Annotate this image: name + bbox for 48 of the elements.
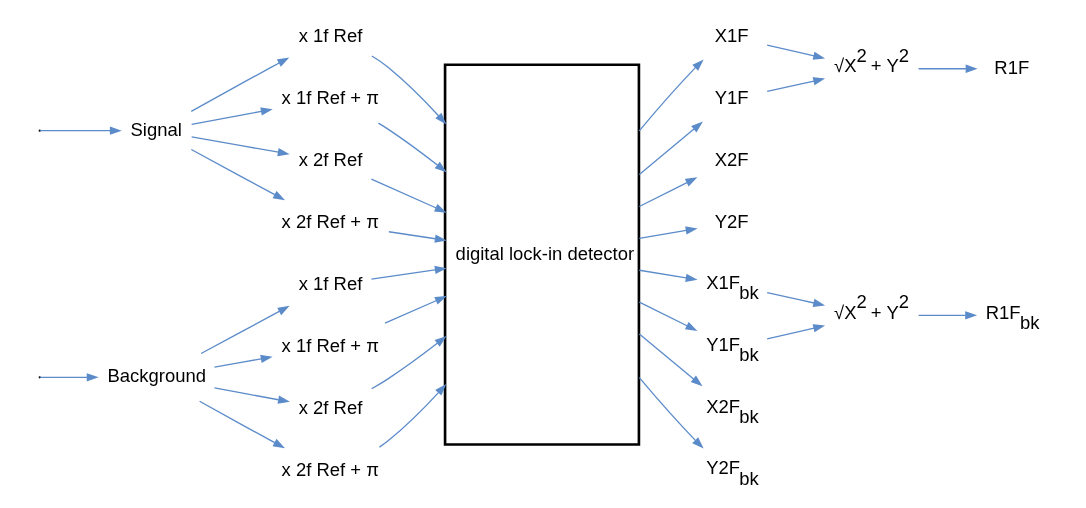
arrow bbox=[638, 269, 698, 282]
arrow bbox=[370, 55, 446, 125]
arrow bbox=[213, 354, 273, 368]
node-text: x 1f Ref bbox=[298, 272, 362, 294]
node-text: Signal bbox=[130, 118, 182, 140]
arrow bbox=[638, 177, 697, 208]
arrow bbox=[638, 121, 703, 176]
arrow bbox=[199, 305, 290, 355]
node-text: x 1f Ref + π bbox=[281, 86, 379, 108]
node-text: X1F bbox=[714, 24, 749, 46]
node-text: Y2F bbox=[714, 210, 749, 232]
node-text: X2F bbox=[714, 148, 749, 170]
node-box: digital lock-in detector bbox=[443, 63, 640, 446]
arrow bbox=[638, 301, 697, 331]
arrow bbox=[39, 373, 99, 382]
arrow bbox=[383, 296, 447, 324]
arrow bbox=[377, 122, 447, 173]
arrow bbox=[370, 265, 447, 280]
node-text: R1F bbox=[993, 56, 1029, 78]
node-text: x 1f Ref + π bbox=[281, 334, 379, 356]
arrow bbox=[190, 136, 290, 157]
arrow bbox=[638, 376, 704, 449]
node-text: Background bbox=[106, 365, 206, 387]
node-text: x 2f Ref bbox=[298, 148, 362, 170]
arrow bbox=[917, 311, 977, 320]
arrow bbox=[39, 126, 122, 135]
arrow bbox=[766, 44, 825, 60]
arrow bbox=[190, 148, 285, 201]
arrow bbox=[638, 59, 704, 132]
arrow bbox=[190, 57, 289, 113]
node-text: x 2f Ref bbox=[298, 396, 362, 418]
arrow bbox=[387, 231, 447, 243]
node-text: x 2f Ref + π bbox=[281, 458, 379, 480]
arrow bbox=[917, 64, 978, 73]
arrow bbox=[190, 107, 273, 125]
arrow bbox=[213, 387, 290, 404]
node-text: x 2f Ref + π bbox=[281, 210, 379, 232]
arrow bbox=[638, 333, 703, 387]
arrow bbox=[370, 336, 446, 390]
arrow bbox=[766, 291, 825, 307]
arrow bbox=[378, 383, 446, 448]
node-text: x 1f Ref bbox=[298, 24, 362, 46]
node-text: Y1F bbox=[714, 86, 749, 108]
arrow bbox=[766, 77, 825, 93]
arrow bbox=[370, 178, 447, 213]
arrow bbox=[198, 400, 285, 449]
arrow bbox=[638, 226, 698, 240]
arrow bbox=[766, 324, 825, 340]
